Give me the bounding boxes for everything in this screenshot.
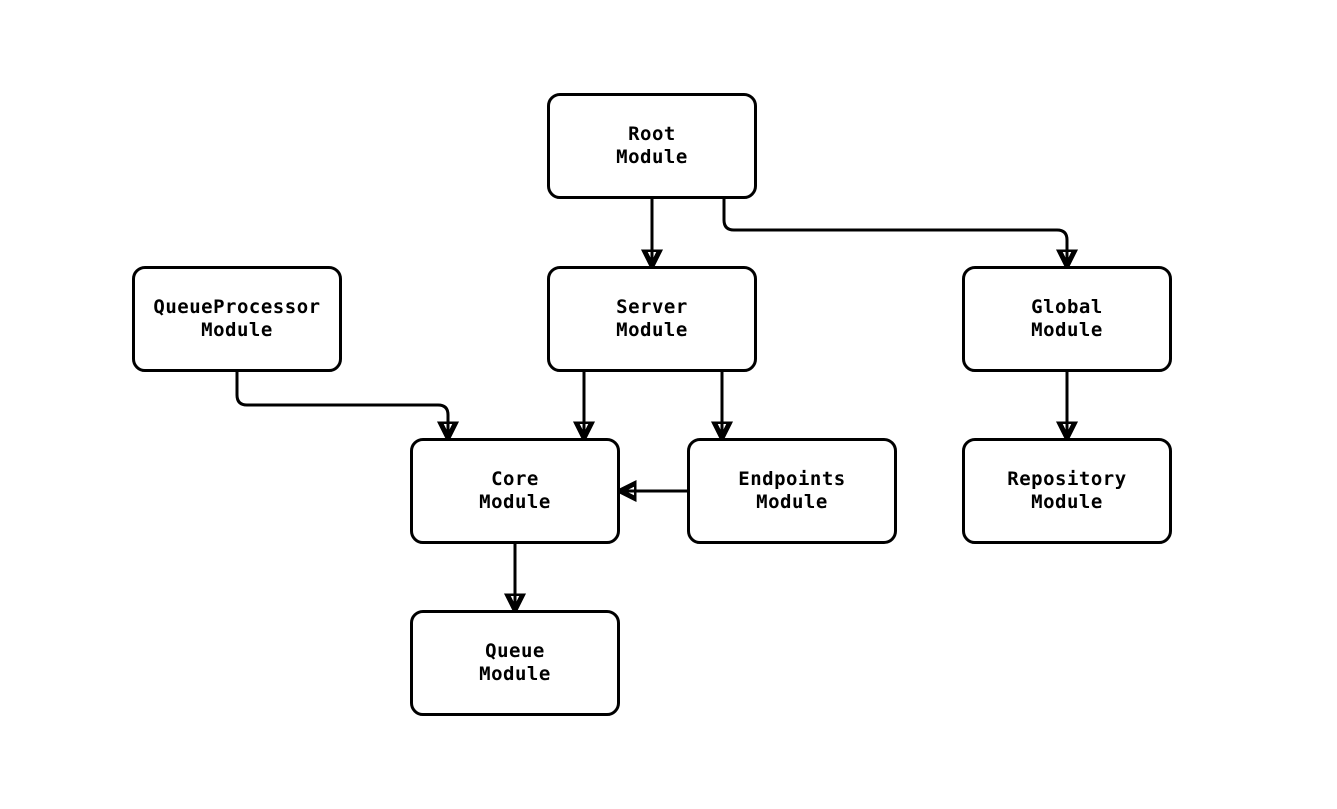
node-repository-module: Repository Module [962, 438, 1172, 544]
node-root-module-label-line1: Root [628, 123, 676, 145]
node-global-module-label-line2: Module [1031, 319, 1103, 341]
node-root-module: Root Module [547, 93, 757, 199]
node-server-module: Server Module [547, 266, 757, 372]
node-queueprocessor-module: QueueProcessor Module [132, 266, 342, 372]
node-server-module-label-line2: Module [616, 319, 688, 341]
node-repository-module-label-line1: Repository [1007, 468, 1127, 490]
node-root-module-label-line2: Module [616, 146, 688, 168]
node-global-module-label-line1: Global [1031, 296, 1103, 318]
node-queue-module: Queue Module [410, 610, 620, 716]
node-queue-module-label-line1: Queue [485, 640, 545, 662]
node-core-module: Core Module [410, 438, 620, 544]
edge-queueprocessor-to-core-arrow [235, 372, 448, 438]
node-core-module-label-line2: Module [479, 491, 551, 513]
node-endpoints-module-label-line1: Endpoints [738, 468, 846, 490]
node-endpoints-module: Endpoints Module [687, 438, 897, 544]
node-queueprocessor-module-label-line1: QueueProcessor [153, 296, 321, 318]
node-queue-module-label-line2: Module [479, 663, 551, 685]
node-global-module: Global Module [962, 266, 1172, 372]
node-queueprocessor-module-label-line2: Module [201, 319, 273, 341]
node-core-module-label-line1: Core [491, 468, 539, 490]
node-repository-module-label-line2: Module [1031, 491, 1103, 513]
edge-root-to-global-arrow [722, 199, 1067, 266]
node-server-module-label-line1: Server [616, 296, 688, 318]
node-endpoints-module-label-line2: Module [756, 491, 828, 513]
